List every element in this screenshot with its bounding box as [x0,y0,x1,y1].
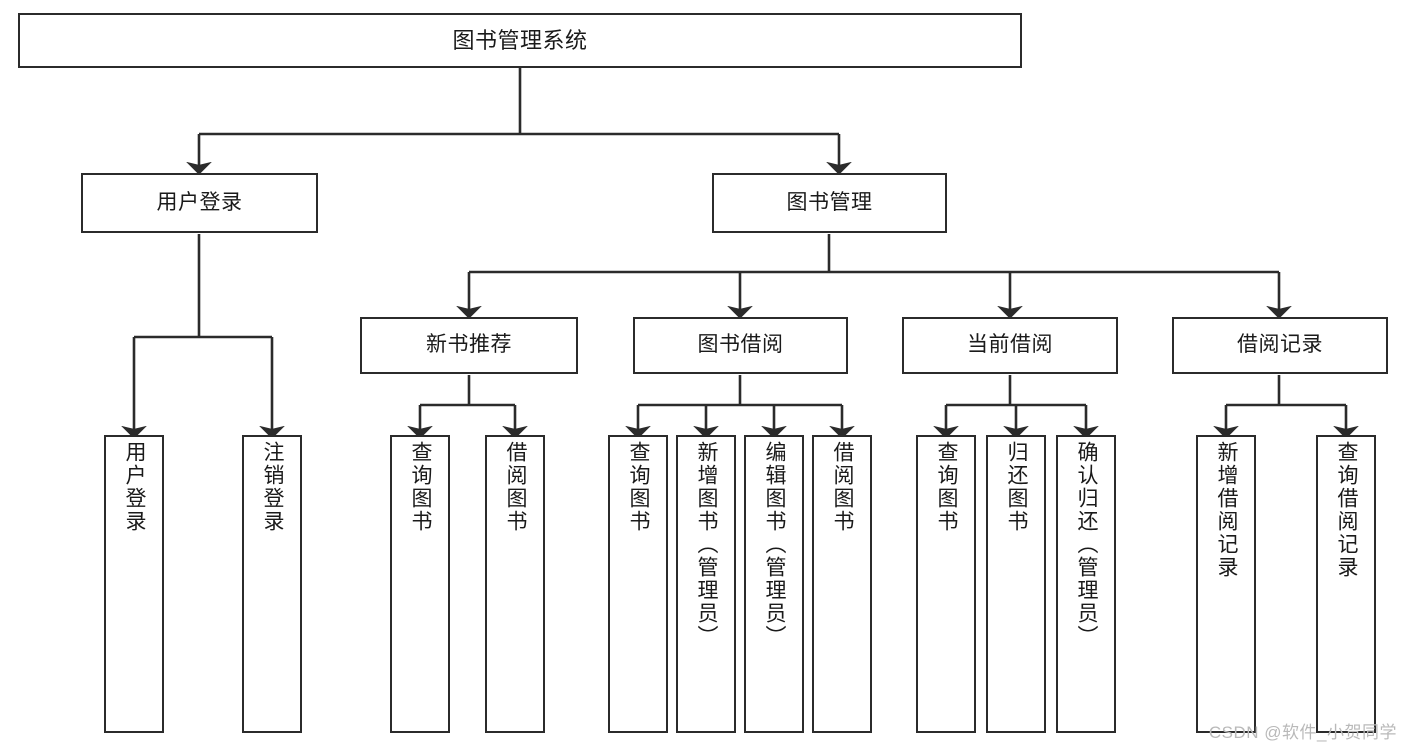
node-label: 新增图书（管理员） [695,441,719,648]
node-label: 编辑图书（管理员） [763,441,787,648]
leaf-current-query-book[interactable]: 查询图书 [916,435,976,733]
node-label: 新书推荐 [426,333,512,357]
leaf-borrow-query-book[interactable]: 查询图书 [608,435,668,733]
leaf-new-book-borrow[interactable]: 借阅图书 [485,435,545,733]
leaf-current-return-book[interactable]: 归还图书 [986,435,1046,733]
leaf-new-book-query[interactable]: 查询图书 [390,435,450,733]
leaf-borrow-edit-book-admin[interactable]: 编辑图书（管理员） [744,435,804,733]
node-label: 当前借阅 [967,333,1053,357]
leaf-borrow-borrow-book[interactable]: 借阅图书 [812,435,872,733]
node-new-book-recommend[interactable]: 新书推荐 [360,317,578,374]
node-label: 图书管理系统 [452,27,588,53]
leaf-current-confirm-return-admin[interactable]: 确认归还（管理员） [1056,435,1116,733]
node-label: 借阅图书 [831,441,855,533]
node-current-borrow[interactable]: 当前借阅 [902,317,1118,374]
node-root-system[interactable]: 图书管理系统 [18,13,1022,68]
node-borrow-record[interactable]: 借阅记录 [1172,317,1388,374]
node-label: 查询借阅记录 [1335,441,1359,579]
node-label: 查询图书 [627,441,651,533]
node-label: 新增借阅记录 [1215,441,1239,579]
leaf-borrow-add-book-admin[interactable]: 新增图书（管理员） [676,435,736,733]
node-label: 用户登录 [123,441,147,533]
node-book-borrow[interactable]: 图书借阅 [633,317,848,374]
csdn-watermark: CSDN @软件_小贺同学 [1208,723,1397,742]
node-label: 用户登录 [156,190,243,214]
node-label: 注销登录 [261,441,285,533]
node-user-login[interactable]: 用户登录 [81,173,318,233]
leaf-user-login-signout[interactable]: 注销登录 [242,435,302,733]
node-label: 借阅图书 [504,441,528,533]
node-label: 图书借阅 [697,333,784,357]
node-book-management[interactable]: 图书管理 [712,173,947,233]
node-label: 确认归还（管理员） [1075,441,1099,648]
node-label: 查询图书 [409,441,433,533]
leaf-record-query-record[interactable]: 查询借阅记录 [1316,435,1376,733]
node-label: 图书管理 [786,190,873,214]
node-label: 归还图书 [1005,441,1029,533]
leaf-user-login-signin[interactable]: 用户登录 [104,435,164,733]
node-label: 借阅记录 [1237,333,1323,357]
node-label: 查询图书 [935,441,959,533]
leaf-record-add-record[interactable]: 新增借阅记录 [1196,435,1256,733]
